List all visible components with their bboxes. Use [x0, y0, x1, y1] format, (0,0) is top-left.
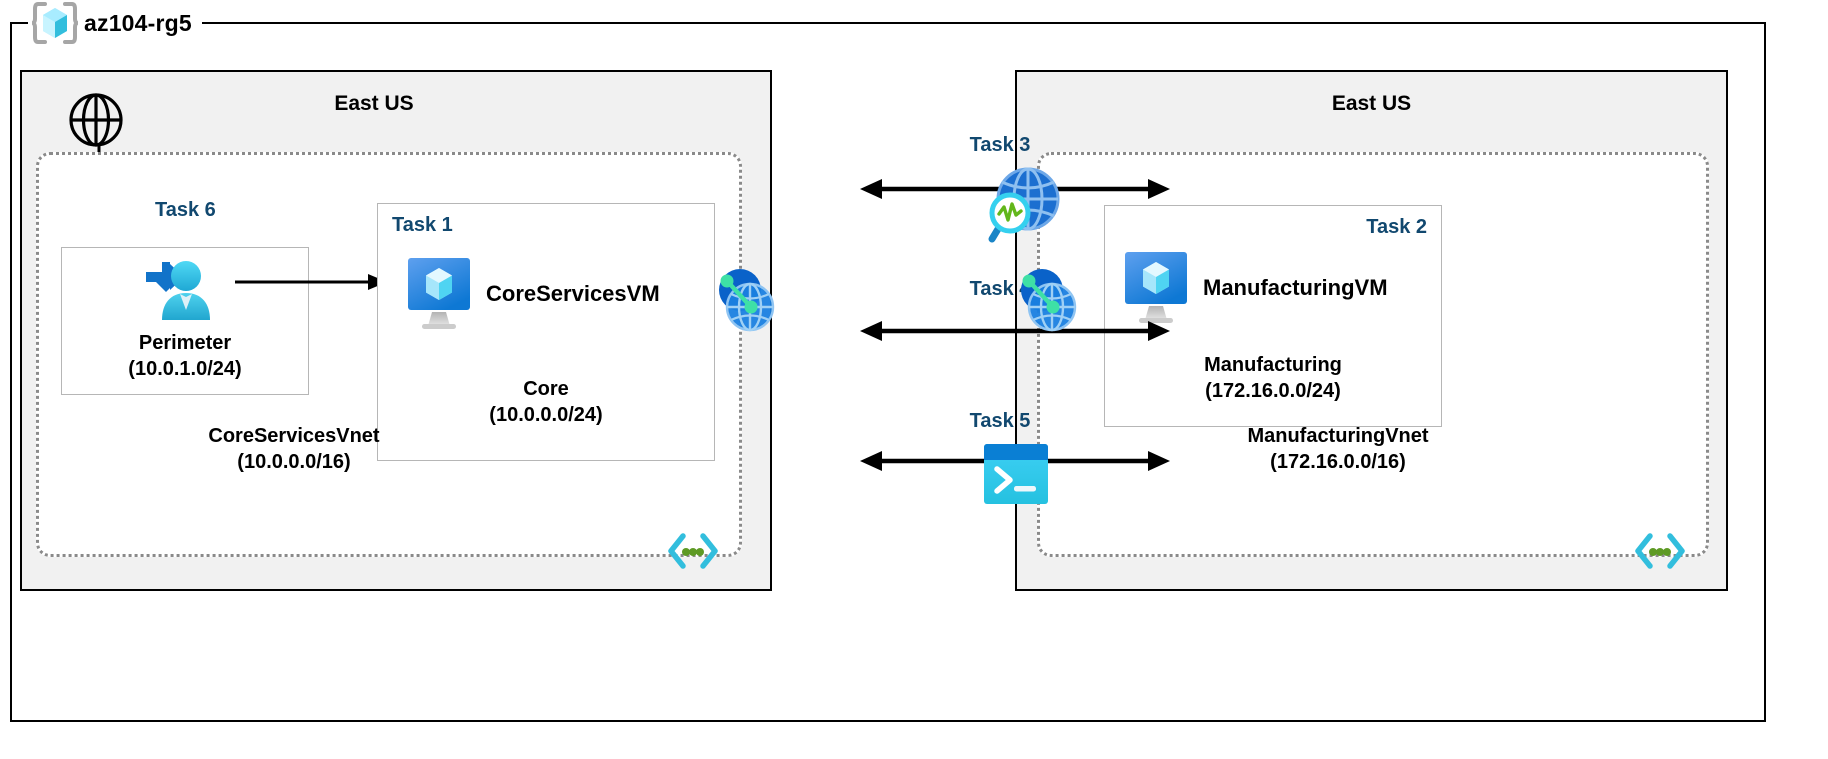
resource-group-header: az104-rg5 [28, 0, 202, 46]
region-title-left: East US [334, 92, 414, 115]
subnet-perimeter: Perimeter (10.0.1.0/24) [61, 247, 309, 395]
vnet-manufacturingvnet-name: ManufacturingVnet [1247, 425, 1429, 447]
task-label-5: Task 5 [969, 410, 1031, 432]
cloud-shell-icon [983, 443, 1049, 505]
vnet-peering-icon [1014, 263, 1080, 337]
vnet-coreservicesvnet: Task 6 [36, 152, 742, 569]
subnet-manufacturing-caption: Manufacturing (172.16.0.0/24) [1105, 352, 1441, 405]
vm-coreservicesvm: CoreServicesVM [406, 256, 660, 332]
vnet-manufacturingvnet-label: ManufacturingVnet (172.16.0.0/16) [1040, 423, 1706, 476]
subnet-perimeter-caption: Perimeter (10.0.1.0/24) [62, 330, 308, 383]
vnet-coreservicesvnet-name: CoreServicesVnet [208, 425, 380, 447]
task-label-3: Task 3 [969, 134, 1031, 156]
vm-manufacturingvm: ManufacturingVM [1123, 250, 1388, 326]
subnet-manufacturing: Task 2 [1104, 205, 1442, 427]
task-label-6: Task 6 [155, 199, 216, 221]
vnet-coreservicesvnet-cidr: (10.0.0.0/16) [237, 451, 351, 474]
perimeter-to-core-arrow [235, 274, 387, 290]
subnet-brackets-icon [1634, 532, 1686, 570]
task4-connector-arrow [860, 321, 1170, 341]
resource-group-frame [10, 22, 1766, 722]
subnet-core-name: Core [523, 378, 569, 400]
subnet-manufacturing-name: Manufacturing [1204, 354, 1342, 376]
subnet-core-caption: Core (10.0.0.0/24) [378, 376, 714, 429]
subnet-core: Task 1 [377, 203, 715, 461]
user-access-icon [140, 256, 218, 328]
resource-group-name: az104-rg5 [84, 9, 192, 36]
region-title-right: East US [1331, 92, 1412, 115]
vnet-coreservicesvnet-label: CoreServicesVnet (10.0.0.0/16) [39, 423, 739, 476]
virtual-machine-icon [406, 256, 472, 332]
region-panel-east-us-left: East US Task 6 [20, 70, 772, 591]
subnet-perimeter-cidr: (10.0.1.0/24) [128, 358, 242, 381]
task-label-1: Task 1 [392, 214, 453, 236]
virtual-machine-icon [1123, 250, 1189, 326]
subnet-core-cidr: (10.0.0.0/24) [489, 404, 603, 427]
task-label-4: Task 4 [969, 278, 1031, 300]
vnet-manufacturingvnet: Task 2 [1037, 152, 1709, 569]
task-label-2: Task 2 [1366, 216, 1427, 238]
subnet-manufacturing-cidr: (172.16.0.0/24) [1205, 380, 1341, 403]
vm-name-manufacturingvm: ManufacturingVM [1203, 275, 1388, 300]
subnet-perimeter-name: Perimeter [138, 332, 232, 354]
subnet-brackets-icon [667, 532, 719, 570]
azure-resource-group-cube-icon [32, 1, 78, 45]
vnet-manufacturingvnet-cidr: (172.16.0.0/16) [1270, 451, 1406, 474]
network-watcher-icon [978, 163, 1064, 249]
vm-name-coreservicesvm: CoreServicesVM [486, 281, 660, 306]
vnet-peering-icon [712, 263, 778, 337]
globe-icon [68, 92, 124, 148]
